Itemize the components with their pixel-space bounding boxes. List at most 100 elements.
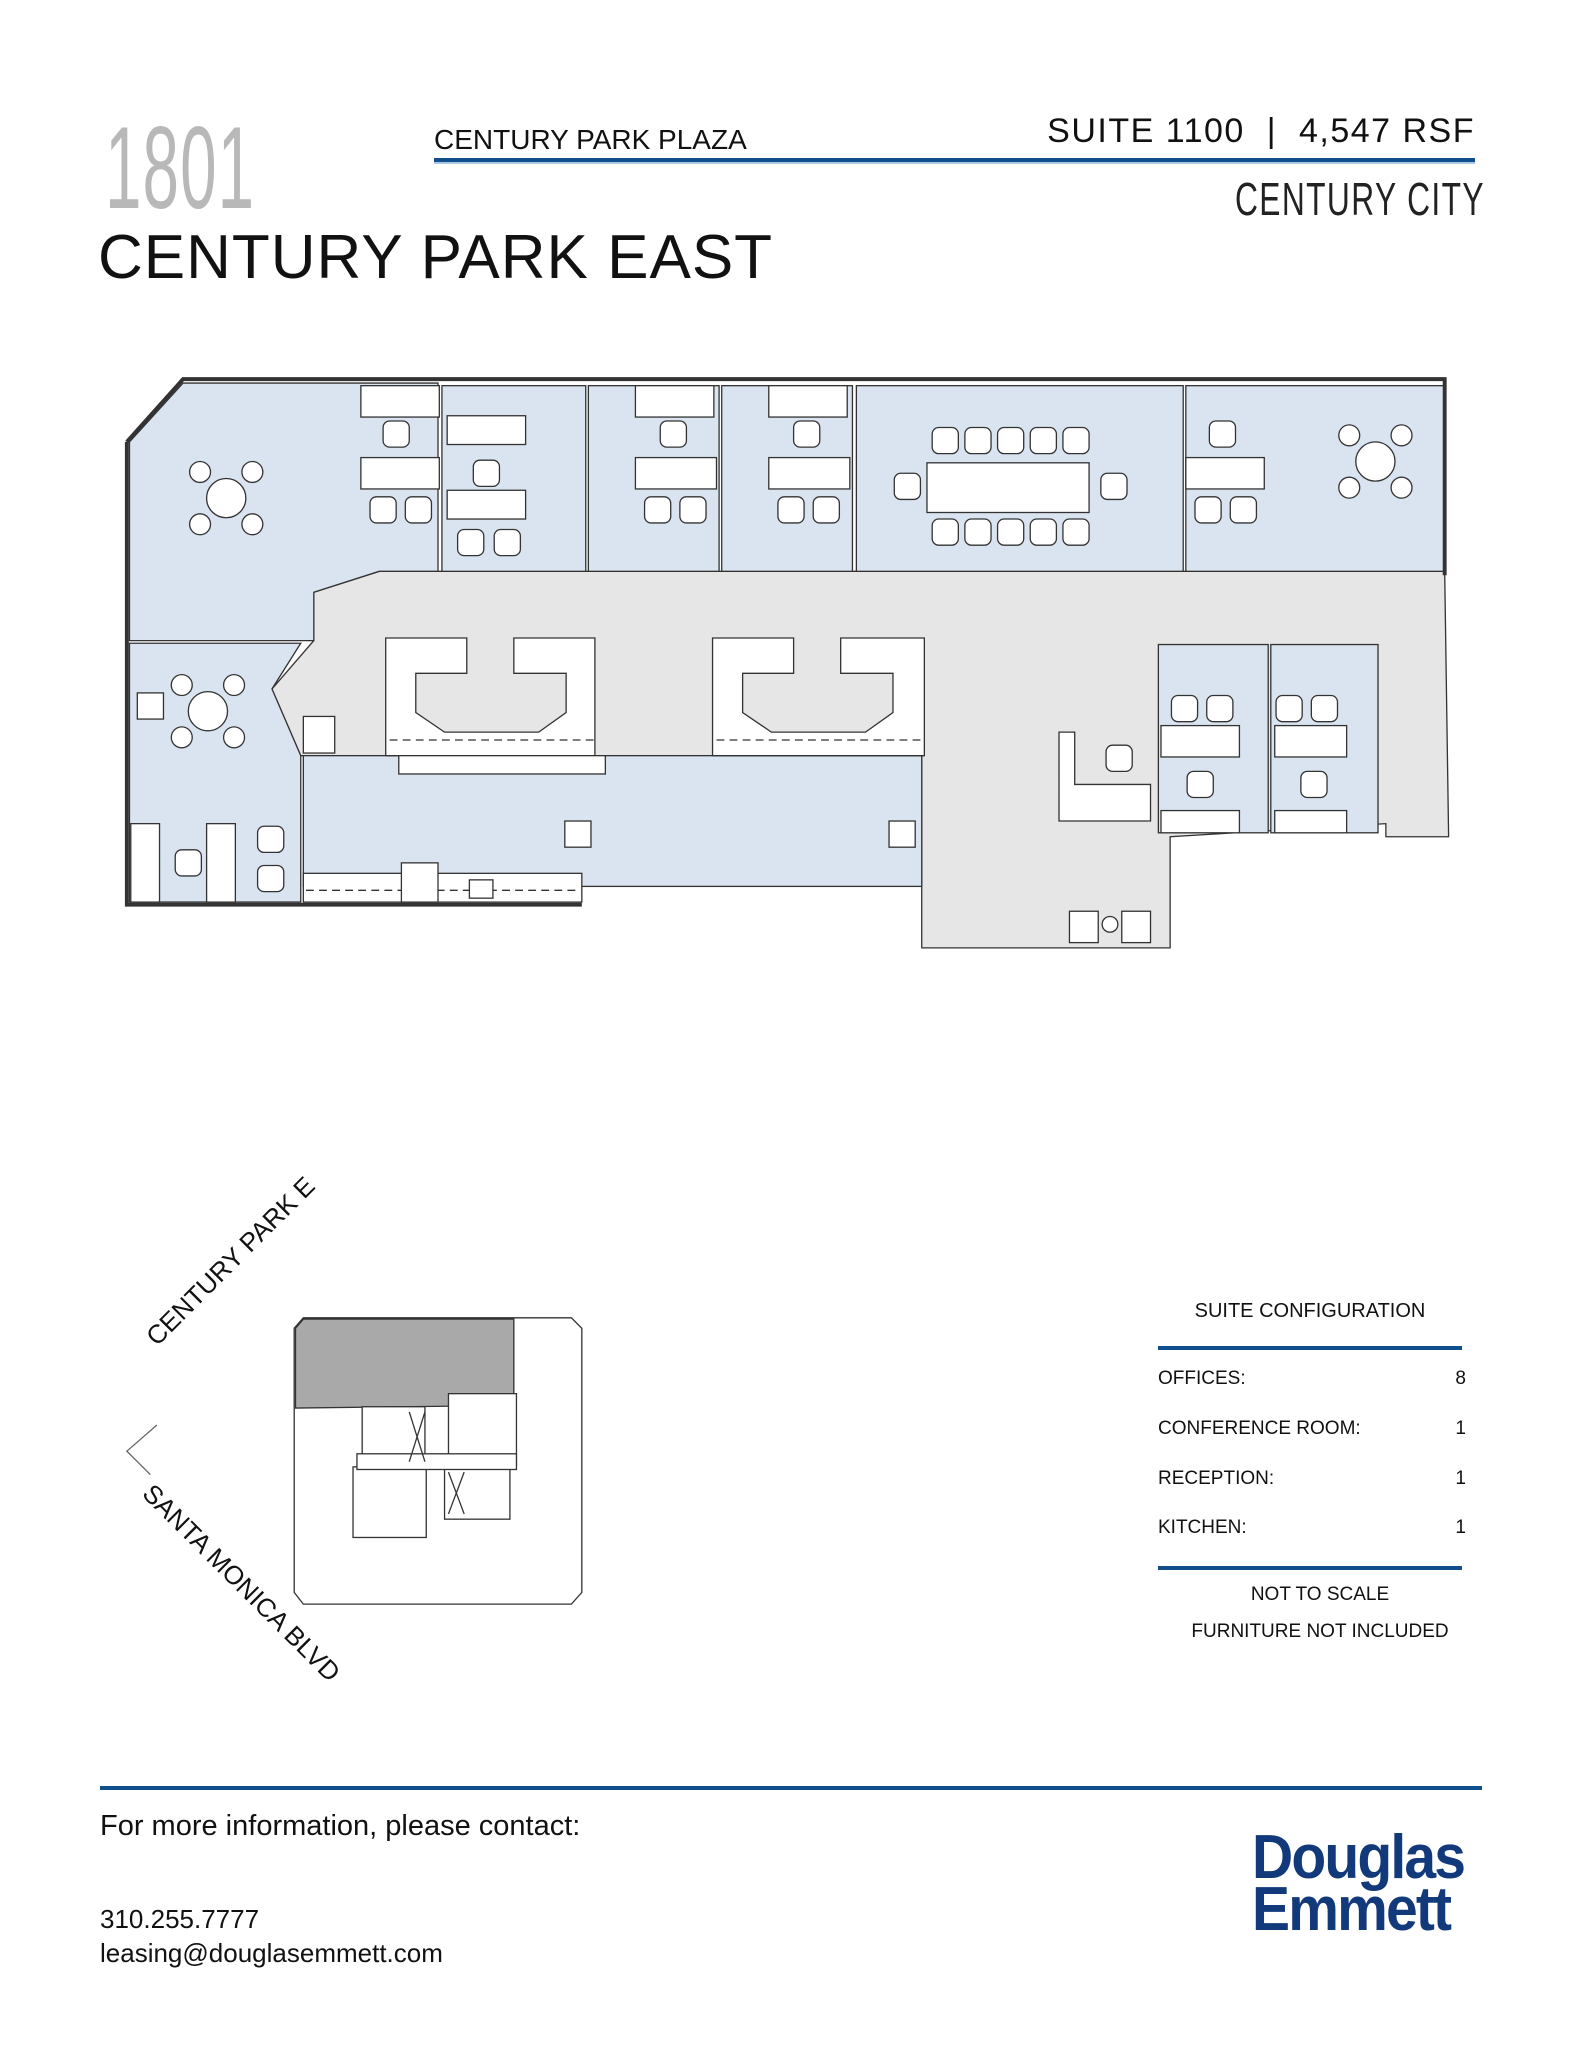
chair	[1029, 518, 1058, 546]
chair	[893, 472, 922, 501]
note-furniture: FURNITURE NOT INCLUDED	[1191, 1621, 1449, 1642]
suite-floor-plan	[124, 377, 1450, 949]
street-pointer	[125, 1424, 158, 1476]
desk	[1274, 724, 1348, 758]
chair	[792, 420, 821, 448]
chair	[812, 496, 841, 524]
street-title: CENTURY PARK EAST	[98, 223, 774, 292]
reception-desk	[1058, 731, 1152, 822]
chair	[1300, 770, 1328, 799]
building-number: 1801	[105, 102, 256, 233]
chair	[1208, 420, 1237, 448]
config-row-offices: OFFICES: 8	[1158, 1368, 1466, 1390]
chair	[174, 849, 203, 877]
config-label: CONFERENCE ROOM:	[1158, 1418, 1361, 1439]
chair	[659, 420, 688, 448]
note-not-to-scale: NOT TO SCALE	[1250, 1584, 1390, 1605]
desk	[1274, 809, 1348, 834]
chair	[679, 496, 707, 524]
round-table	[187, 690, 229, 732]
email-link[interactable]: leasing@douglasemmett.com	[100, 1938, 443, 1968]
chair	[1390, 424, 1413, 447]
config-label: KITCHEN:	[1158, 1517, 1247, 1538]
chair	[643, 496, 672, 524]
desk	[634, 456, 718, 490]
chair	[1229, 496, 1258, 524]
config-value: 1	[1455, 1517, 1466, 1538]
chair	[1100, 472, 1128, 501]
desk	[768, 385, 848, 418]
header-divider	[434, 158, 1475, 164]
douglas-emmett-logo: Douglas Emmett	[1252, 1823, 1466, 1944]
chair	[241, 513, 264, 536]
desk	[768, 456, 851, 490]
desk	[130, 822, 161, 903]
exterior-wall	[124, 377, 1447, 907]
desk	[136, 692, 165, 720]
sink	[468, 879, 494, 899]
desk	[1185, 456, 1265, 490]
footer-divider	[100, 1786, 1482, 1790]
building-name: CENTURY PARK PLAZA	[434, 124, 747, 155]
desk	[564, 820, 592, 848]
chair	[241, 460, 264, 484]
chair	[493, 528, 522, 557]
chair	[1275, 694, 1303, 723]
desk	[205, 822, 237, 903]
chair	[404, 496, 433, 524]
chair	[1029, 426, 1058, 455]
config-value: 1	[1455, 1418, 1466, 1439]
office-northwest	[128, 382, 439, 642]
chair	[170, 726, 193, 749]
config-divider-bottom	[1158, 1566, 1462, 1570]
refrigerator	[400, 862, 439, 903]
desk	[446, 415, 527, 446]
chair	[1310, 694, 1339, 723]
chair	[188, 460, 212, 484]
chair	[996, 518, 1025, 546]
chair	[382, 420, 410, 448]
phone-link[interactable]: 310.255.7777	[100, 1904, 260, 1934]
chair	[170, 673, 193, 697]
chair	[931, 518, 959, 546]
desk	[888, 820, 916, 848]
round-table	[1355, 441, 1396, 482]
chair	[1194, 496, 1222, 524]
chair	[188, 513, 212, 536]
config-row-kitchen: KITCHEN: 1	[1158, 1517, 1466, 1539]
config-divider-top	[1158, 1346, 1462, 1350]
chair	[456, 528, 485, 557]
chair	[1338, 424, 1361, 447]
desk	[360, 385, 440, 418]
city: CENTURY CITY	[1235, 173, 1485, 225]
chair	[1186, 770, 1214, 799]
contact-prompt: For more information, please contact:	[100, 1810, 581, 1842]
config-value: 8	[1455, 1368, 1466, 1389]
suite-info: SUITE 1100 | 4,547 RSF	[1047, 112, 1475, 150]
suite-config-title: SUITE CONFIGURATION	[1194, 1300, 1426, 1322]
key-plan	[125, 1317, 583, 1605]
config-row-reception: RECEPTION:1	[1158, 1468, 1466, 1490]
round-table	[205, 477, 247, 519]
desk	[1160, 724, 1241, 758]
logo-line2: Emmett	[1252, 1875, 1452, 1944]
chair	[964, 426, 992, 455]
chair	[472, 459, 501, 487]
config-label: OFFICES:	[1158, 1368, 1246, 1389]
desk	[302, 715, 336, 754]
chair	[222, 726, 246, 749]
chair	[1338, 476, 1361, 499]
desk	[360, 456, 440, 490]
chair	[1206, 694, 1234, 723]
logo-line1: Douglas	[1252, 1823, 1466, 1892]
chair	[256, 825, 285, 854]
chair	[1170, 694, 1199, 723]
desk	[446, 489, 527, 520]
chair	[369, 496, 397, 524]
workstation	[711, 637, 926, 757]
chair	[1390, 476, 1413, 499]
chair	[222, 673, 246, 697]
chair	[256, 864, 285, 893]
kitchen-area	[302, 755, 923, 888]
